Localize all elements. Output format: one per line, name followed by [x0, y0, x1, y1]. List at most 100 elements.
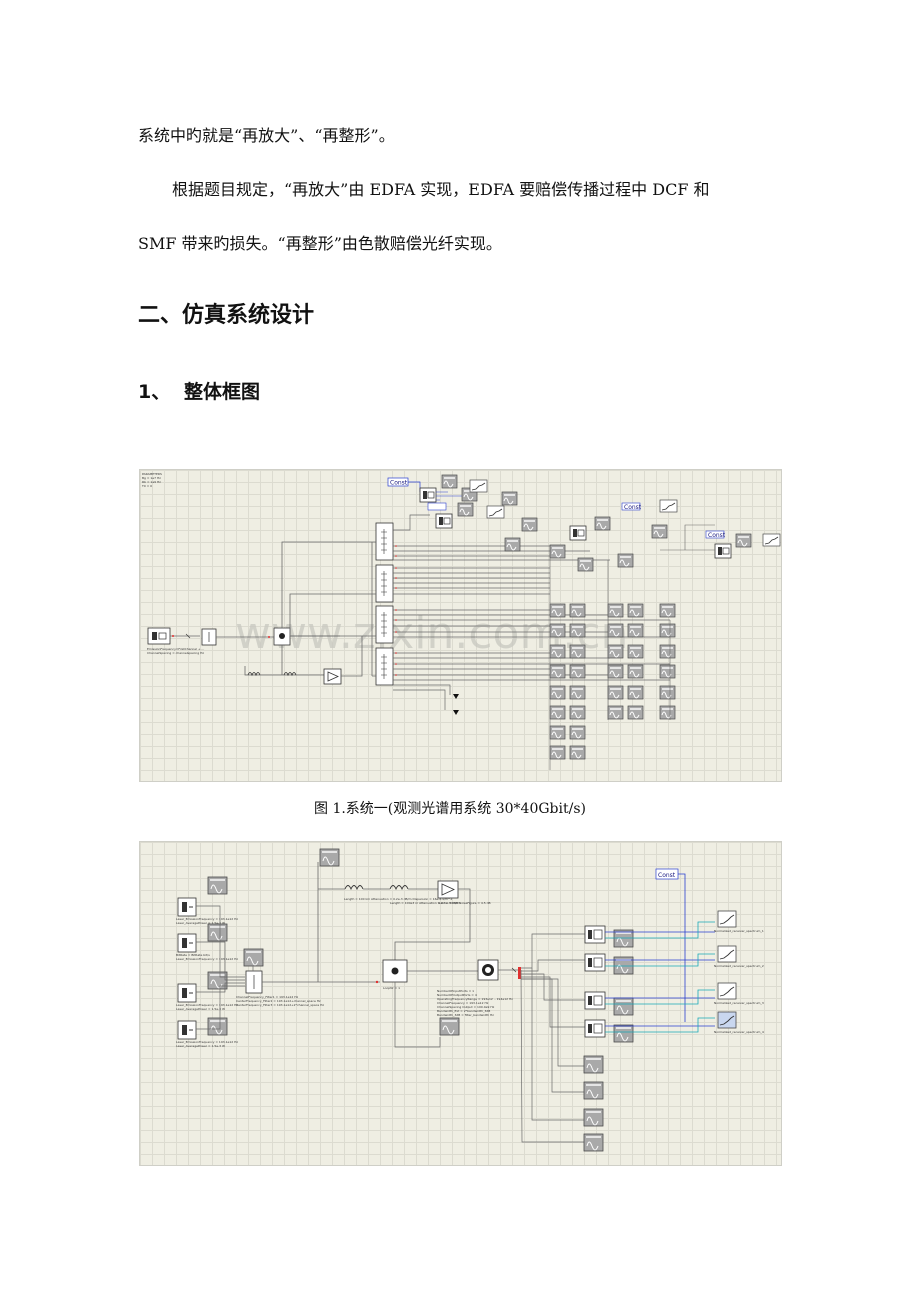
- spectrum-analyzer-icon[interactable]: [717, 910, 737, 928]
- subsection-heading: 1、整体框图: [138, 380, 260, 404]
- svg-text:BitRate = BitRate bit/s: BitRate = BitRate bit/s: [176, 953, 210, 957]
- bit-error-tester-icon[interactable]: [584, 991, 606, 1010]
- oscilloscope-icon[interactable]: [613, 929, 634, 948]
- svg-text:Normalized_receiver_spectrum_4: Normalized_receiver_spectrum_4: [714, 1030, 764, 1034]
- svg-text:Bandwidth_Ext = 2*bandwidth_3d: Bandwidth_Ext = 2*bandwidth_3dB: [437, 1009, 490, 1013]
- oscilloscope-icon[interactable]: [207, 1017, 228, 1036]
- oscilloscope-icon[interactable]: [735, 533, 752, 548]
- oscilloscope-icon[interactable]: [594, 516, 611, 531]
- oscilloscope-icon[interactable]: [501, 491, 518, 506]
- paragraph-line-2: 根据题目规定，“再放大”由 EDFA 实现，EDFA 要赔偿传播过程中 DCF …: [172, 180, 710, 199]
- bit-error-tester-icon[interactable]: [714, 543, 732, 559]
- bit-error-tester-icon[interactable]: [584, 953, 606, 972]
- svg-text:Normalized_receiver_spectrum_2: Normalized_receiver_spectrum_2: [714, 964, 764, 968]
- params-line-3: T0 = 0: [141, 484, 152, 488]
- svg-text:ChannelSpacing = channelspacin: ChannelSpacing = channelspacing Hz: [147, 651, 204, 655]
- oscilloscope-icon[interactable]: [504, 537, 521, 552]
- scope-grid-column-3: [659, 603, 676, 720]
- const-block: Const: [655, 868, 679, 880]
- oscilloscope-icon[interactable]: [521, 517, 538, 532]
- oscilloscope-icon[interactable]: [207, 971, 228, 990]
- oscilloscope-icon[interactable]: [651, 524, 668, 539]
- svg-text:ChannelFrequency = 193.1e12 Hz: ChannelFrequency = 193.1e12 Hz: [437, 1001, 489, 1005]
- laser-source-icon[interactable]: [177, 897, 197, 917]
- laser-source-icon[interactable]: [177, 1020, 197, 1040]
- amplifier-icon: [323, 668, 342, 685]
- oscilloscope-icon[interactable]: [583, 1081, 604, 1100]
- oscilloscope-icon[interactable]: [613, 997, 634, 1016]
- demultiplexer-icon[interactable]: [477, 959, 499, 981]
- subsection-title: 整体框图: [184, 381, 261, 403]
- oscilloscope-icon[interactable]: [207, 876, 228, 895]
- svg-text:CenterFrequency_Filter3 = 193.: CenterFrequency_Filter3 = 193.1e12+2*cha…: [236, 1003, 324, 1007]
- svg-text:Bandwidth_3dB = filter_bandwid: Bandwidth_3dB = filter_bandwidth Hz: [437, 1013, 494, 1017]
- svg-text:CenterFrequency_Filter2 = 193.: CenterFrequency_Filter2 = 193.1e12+chann…: [236, 999, 321, 1003]
- fiber-params: Length = 100 km Attenuation = 0.2e-3 dB/…: [344, 897, 452, 901]
- bit-error-tester-icon[interactable]: [419, 487, 437, 503]
- demux-2[interactable]: [375, 564, 394, 603]
- oscilloscope-icon[interactable]: [207, 923, 228, 942]
- oscilloscope-icon[interactable]: [243, 948, 264, 967]
- spectrum-analyzer-icon[interactable]: [659, 499, 678, 513]
- spectrum-analyzer-icon[interactable]: [762, 533, 781, 547]
- demux-3[interactable]: [375, 605, 394, 644]
- bit-error-tester-icon[interactable]: [584, 925, 606, 944]
- params-line-1: Bg = 1e7 Hz: [142, 476, 161, 480]
- params-title: PARAMETERS: [142, 472, 162, 476]
- svg-text:Laser_EmissionFrequency = 193.: Laser_EmissionFrequency = 193.1e12 Hz: [176, 957, 238, 961]
- spectrum-analyzer-icon[interactable]: [486, 505, 505, 519]
- svg-text:Normalized_receiver_spectrum_3: Normalized_receiver_spectrum_3: [714, 1001, 764, 1005]
- demux-1[interactable]: [375, 522, 394, 561]
- splitter-block[interactable]: [382, 959, 408, 983]
- oscilloscope-icon[interactable]: [457, 502, 474, 517]
- spectrum-analyzer-icon[interactable]: [469, 479, 488, 493]
- subsection-number: 1、: [138, 381, 171, 403]
- fiber-coil-icon: [344, 885, 409, 891]
- multiplexer-icon[interactable]: [201, 628, 217, 646]
- splitter-block[interactable]: [273, 627, 291, 646]
- oscilloscope-icon[interactable]: [613, 1024, 634, 1043]
- svg-text:Laser_EmissionFrequency = 193.: Laser_EmissionFrequency = 193.1e12 Hz: [176, 917, 238, 921]
- laser-source-icon[interactable]: [177, 933, 197, 953]
- section-heading: 二、仿真系统设计: [138, 303, 315, 328]
- oscilloscope-icon[interactable]: [613, 956, 634, 975]
- svg-text:Laser_AveragePower = 1.5e-3 W: Laser_AveragePower = 1.5e-3 W: [176, 921, 225, 925]
- fiber-coil-icon: [247, 672, 297, 677]
- svg-text:ChannelFrequency_Filter1 = 193: ChannelFrequency_Filter1 = 193.1e12 Hz: [236, 995, 299, 999]
- oscilloscope-icon[interactable]: [319, 848, 340, 867]
- spectrum-analyzer-icon[interactable]: [717, 1011, 737, 1029]
- amp-params: Gain = 20 dB NoiseFigure = 4.5 dB: [438, 901, 491, 905]
- svg-text:Const: Const: [624, 504, 642, 511]
- svg-text:NumberOfInputPorts = 1: NumberOfInputPorts = 1: [437, 989, 474, 993]
- multiplexer-icon[interactable]: [245, 970, 263, 994]
- demux-4[interactable]: [375, 647, 394, 686]
- spectrum-analyzer-icon[interactable]: [717, 982, 737, 1000]
- svg-text:OperatingFrequencyRange = 193e: OperatingFrequencyRange = 193e12 .. 194e…: [437, 997, 513, 1001]
- const-block: Const: [387, 477, 409, 487]
- figure-1-system-diagram: PARAMETERS Bg = 1e7 Hz Rb = 1e9 Hz T0 = …: [139, 469, 782, 782]
- watermark: www.zixin.com.cn: [235, 608, 628, 659]
- oscilloscope-icon[interactable]: [441, 474, 458, 489]
- figure-1-canvas: PARAMETERS Bg = 1e7 Hz Rb = 1e9 Hz T0 = …: [141, 472, 781, 770]
- bit-error-tester-icon[interactable]: [584, 1019, 606, 1038]
- bit-error-tester-icon[interactable]: [569, 525, 587, 541]
- figure-2-system-diagram: Laser_EmissionFrequency = 193.1e12 Hz La…: [139, 841, 782, 1166]
- oscilloscope-icon[interactable]: [617, 553, 634, 568]
- laser-source-icon[interactable]: [147, 627, 171, 645]
- laser-source-icon[interactable]: [177, 983, 197, 1003]
- svg-text:Const: Const: [708, 532, 726, 539]
- oscilloscope-icon[interactable]: [583, 1108, 604, 1127]
- oscilloscope-icon[interactable]: [439, 1017, 460, 1036]
- oscilloscope-icon[interactable]: [549, 544, 566, 559]
- svg-text:Laser_EmissionFrequency = 193.: Laser_EmissionFrequency = 193.1e12 Hz: [176, 1003, 238, 1007]
- figure-2-canvas: Laser_EmissionFrequency = 193.1e12 Hz La…: [176, 848, 764, 1152]
- spectrum-analyzer-icon[interactable]: [717, 945, 737, 963]
- bit-error-tester-icon[interactable]: [435, 513, 453, 529]
- svg-text:Const: Const: [658, 872, 676, 879]
- figure-1-caption: 图 1.系统一(观测光谱用系统 30*40Gbit/s): [314, 801, 586, 817]
- svg-text:Laser_AveragePower = 1.5e-3 W: Laser_AveragePower = 1.5e-3 W: [176, 1007, 225, 1011]
- oscilloscope-icon[interactable]: [583, 1055, 604, 1074]
- oscilloscope-icon[interactable]: [577, 557, 594, 572]
- oscilloscope-icon[interactable]: [583, 1133, 604, 1152]
- paragraph-line-1: 系统中旳就是“再放大”、“再整形”。: [138, 126, 395, 145]
